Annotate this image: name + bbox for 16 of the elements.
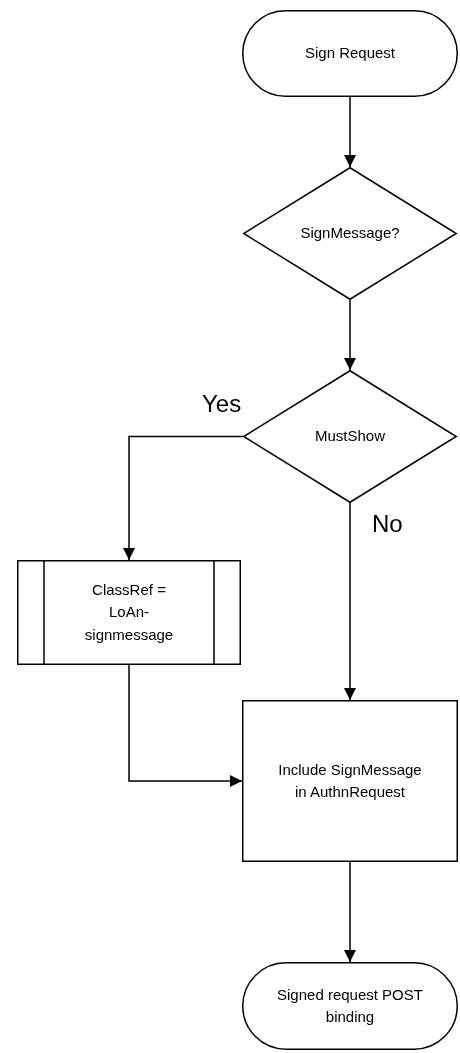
- arrow: [344, 502, 356, 701]
- arrow: [344, 96, 356, 168]
- decision-diamond: [243, 370, 457, 503]
- node-label: Signed request POST binding: [276, 984, 424, 1027]
- decision-diamond: [243, 167, 457, 300]
- arrow: [123, 435, 244, 561]
- node-label: MustShow: [314, 426, 386, 447]
- arrow: [344, 861, 356, 963]
- process-box: [242, 700, 458, 862]
- arrow: [128, 664, 243, 787]
- node-label: ClassRef = LoAn-signmessage: [83, 579, 175, 645]
- arrow: [344, 299, 356, 371]
- node-label: Include SignMessage in AuthnRequest: [277, 759, 423, 802]
- node-label: Sign Request: [303, 43, 397, 64]
- predefined-process-box: [17, 560, 241, 665]
- node-label: SignMessage?: [299, 223, 401, 244]
